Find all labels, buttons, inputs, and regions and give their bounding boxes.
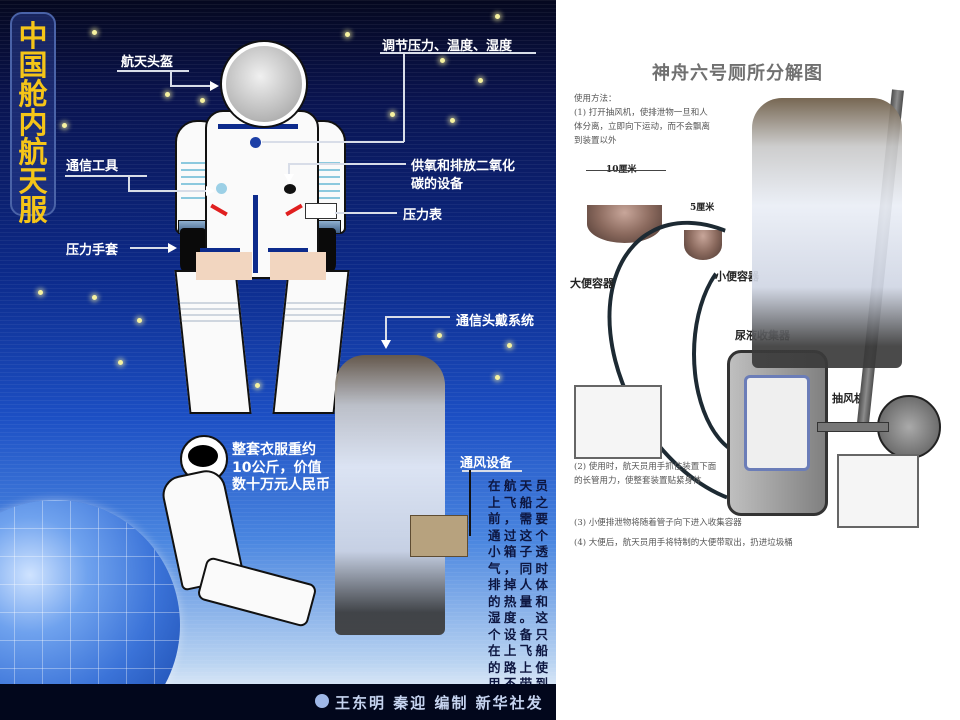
callout-line xyxy=(335,212,397,214)
label-ventilation: 通风设备 xyxy=(460,456,513,471)
arrow-down-icon xyxy=(381,340,391,349)
urine-collector-icon xyxy=(727,350,828,516)
arrow-right-icon xyxy=(210,81,219,91)
suit-chest-band xyxy=(218,124,298,129)
star-icon xyxy=(38,290,43,295)
star-icon xyxy=(165,92,170,97)
callout-line xyxy=(385,316,387,342)
callout-line xyxy=(469,470,471,536)
hand-grip-illustration xyxy=(574,385,662,459)
instruction-step-4: (4) 大便后，航天员用手将特制的大便带取出，扔进垃圾桶 xyxy=(574,538,793,548)
large-size-label: 10厘米 xyxy=(606,165,637,175)
diagram-title: 神舟六号厕所分解图 xyxy=(652,63,823,84)
callout-line xyxy=(262,141,404,143)
instruction-step-3: (3) 小便排泄物将随着管子向下进入收集容器 xyxy=(574,518,742,528)
oxygen-connector-icon xyxy=(284,184,296,194)
astronaut-photo xyxy=(335,355,445,635)
callout-line xyxy=(128,190,208,192)
small-container-label: 小便容器 xyxy=(715,270,759,283)
star-icon xyxy=(137,318,142,323)
label-headset: 通信头戴系统 xyxy=(456,314,535,329)
star-icon xyxy=(92,30,97,35)
fan-connector xyxy=(817,422,889,432)
footer-bar: 王东明 秦迎 编制 新华社发 xyxy=(0,684,556,720)
callout-line xyxy=(288,163,290,175)
label-pressure-gauge: 压力表 xyxy=(403,208,443,223)
page-title: 中国舱内航天服 xyxy=(18,19,48,227)
star-icon xyxy=(495,375,500,380)
label-oxygen-line2: 碳的设备 xyxy=(411,177,464,192)
star-icon xyxy=(495,14,500,19)
callout-line xyxy=(462,470,522,472)
star-icon xyxy=(440,58,445,63)
small-container-icon xyxy=(684,230,722,260)
toilet-diagram: 神舟六号厕所分解图 使用方法： (1) 打开抽风机，使排泄物一旦和人体分离，立即… xyxy=(558,50,942,560)
star-icon xyxy=(437,333,442,338)
star-icon xyxy=(92,295,97,300)
instruction-step-2: (2) 使用时，航天员用手抓住装置下面的长管用力，使整套装置贴紧身体 xyxy=(574,462,717,486)
instructions-heading: 使用方法： xyxy=(574,94,617,104)
star-icon xyxy=(478,78,483,83)
instruction-step-1: (1) 打开抽风机，使排泄物一旦和人体分离，立即向下运动，而不会飘离到装置以外 xyxy=(574,108,711,146)
arrow-down-icon xyxy=(284,174,294,183)
callout-line xyxy=(65,175,147,177)
comm-jack-icon xyxy=(216,183,227,194)
weight-note: 整套衣服重约10公斤，价值数十万元人民币 xyxy=(232,442,330,493)
callout-line xyxy=(385,316,450,318)
ventilation-box xyxy=(410,515,468,557)
footer-credit: 王东明 秦迎 编制 新华社发 xyxy=(335,694,544,712)
label-helmet: 航天头盔 xyxy=(121,55,174,70)
label-comm-tool: 通信工具 xyxy=(66,159,119,174)
label-oxygen-line1: 供氧和排放二氧化 xyxy=(411,159,516,174)
callout-line xyxy=(380,52,536,54)
callout-line xyxy=(170,70,172,86)
label-regulate: 调节压力、温度、湿度 xyxy=(382,39,513,54)
suit-thigh-panel xyxy=(196,252,252,280)
large-container-icon xyxy=(587,205,662,243)
callout-line xyxy=(130,247,170,249)
astronaut-photo xyxy=(752,98,902,368)
suit-thigh-panel xyxy=(270,252,326,280)
callout-line xyxy=(403,52,405,142)
exhaust-fan-label: 抽风机 xyxy=(832,392,865,405)
suit-belt xyxy=(268,248,308,252)
star-icon xyxy=(255,383,260,388)
title-box: 中国舱内航天服 xyxy=(10,12,56,225)
star-icon xyxy=(390,112,395,117)
star-icon xyxy=(62,123,67,128)
star-icon xyxy=(345,32,350,37)
dimension-line xyxy=(586,170,666,171)
callout-line xyxy=(128,175,130,191)
suit-belt xyxy=(200,248,240,252)
pressure-gauge-icon xyxy=(305,203,337,219)
star-icon xyxy=(118,360,123,365)
spacesuit-infographic: 中国舱内航天服 航天头盔 调节压力、温度、湿度 通信工具 供氧和排放二氧化 碳的… xyxy=(0,0,556,720)
waste-bag-illustration xyxy=(837,454,919,528)
helmet-icon xyxy=(222,42,306,126)
star-icon xyxy=(507,343,512,348)
label-pressure-glove: 压力手套 xyxy=(66,243,119,258)
large-container-label: 大便容器 xyxy=(570,277,614,290)
star-icon xyxy=(450,118,455,123)
small-size-label: 5厘米 xyxy=(690,203,715,213)
arrow-right-icon xyxy=(168,243,177,253)
callout-line xyxy=(170,85,212,87)
suit-valve-icon xyxy=(250,137,261,148)
suit-zipper xyxy=(253,195,258,273)
star-icon xyxy=(200,98,205,103)
xinhua-logo-icon xyxy=(315,694,329,708)
callout-line xyxy=(117,70,189,72)
arrow-right-icon xyxy=(206,186,215,196)
callout-line xyxy=(288,163,406,165)
